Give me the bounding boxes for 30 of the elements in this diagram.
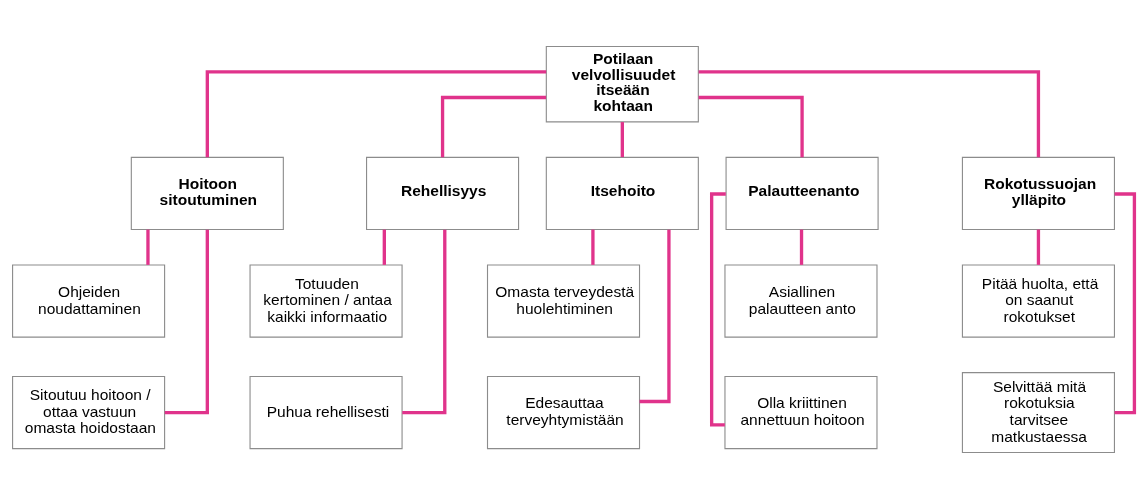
- connector: [402, 229, 447, 415]
- connector: [205, 70, 547, 158]
- connector: [698, 70, 1041, 158]
- node-box: Rokotussuojan ylläpito: [961, 156, 1115, 231]
- node-box: Edesauttaa terveyhtymistään: [486, 376, 641, 450]
- node-box: Selvittää mitä rokotuksia tarvitsee matkustaessa: [961, 372, 1115, 454]
- connector: [146, 229, 150, 265]
- node-box: Olla kriittinen annettuun hoitoon: [724, 376, 878, 450]
- node-box: Ohjeiden noudattaminen: [12, 264, 166, 338]
- node-box: Itsehoito: [545, 156, 699, 231]
- node-box: Potilaan velvollisuudet itseään kohtaan: [545, 45, 699, 123]
- connector: [710, 192, 726, 427]
- node-box: Hoitoon sitoutuminen: [130, 156, 284, 231]
- node-box: Pitää huolta, että on saanut rokotukset: [961, 264, 1115, 338]
- connector: [440, 95, 547, 158]
- connector: [382, 229, 386, 265]
- node-box: Palautteenanto: [725, 156, 879, 231]
- connector: [799, 229, 804, 265]
- node-box: Asiallinen palautteen anto: [724, 264, 878, 338]
- connector: [164, 229, 209, 415]
- node-box: Rehellisyys: [366, 156, 520, 231]
- connector: [620, 122, 624, 158]
- connector: [639, 229, 671, 404]
- connector: [1036, 229, 1041, 265]
- node-box: Omasta terveydestä huolehtiminen: [486, 264, 641, 338]
- node-box: Totuuden kertominen / antaa kaikki informaatio: [249, 264, 403, 338]
- node-box: Puhua rehellisesti: [249, 376, 403, 450]
- node-box: Sitoutuu hoitoon / ottaa vastuun omasta hoidostaan: [12, 376, 166, 450]
- connector: [698, 95, 804, 158]
- connector: [591, 229, 595, 265]
